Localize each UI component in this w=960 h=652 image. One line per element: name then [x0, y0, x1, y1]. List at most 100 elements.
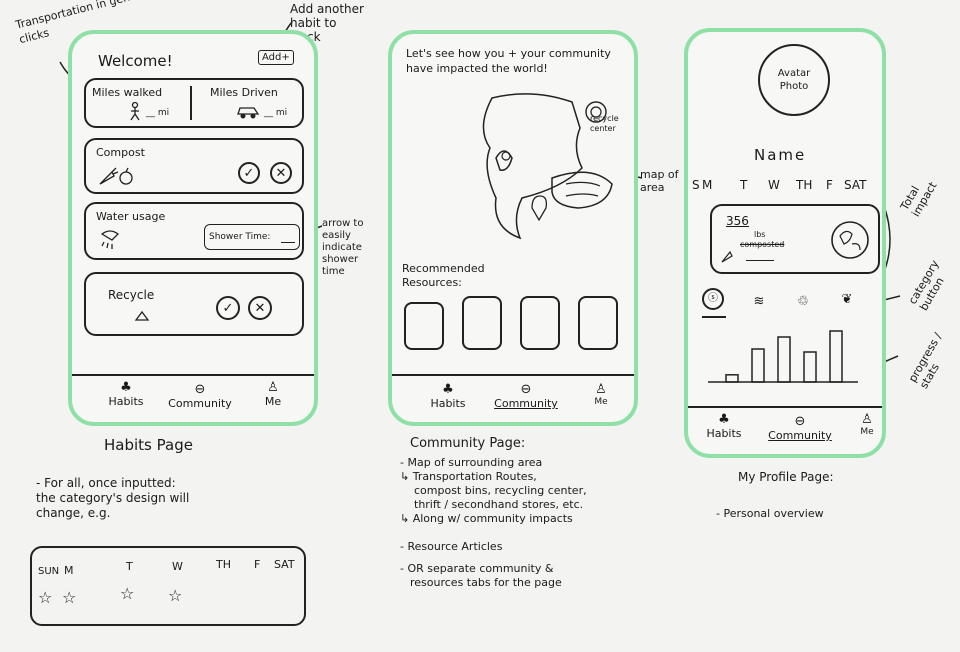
resource-card[interactable] [404, 302, 444, 350]
nav-habits[interactable]: ♣ Habits [428, 382, 468, 410]
shower-time-blank [281, 242, 295, 243]
shower-time-label: Shower Time: [209, 232, 271, 242]
star-icon: ☆ [120, 584, 135, 603]
star-icon: ☆ [38, 588, 53, 607]
nav-community[interactable]: ⊖ Community [168, 382, 232, 410]
day-t: T [126, 560, 133, 573]
transport-card[interactable]: Miles walked Miles Driven __ mi __ mi [84, 78, 304, 128]
community-nav-bar: ♣ Habits ⊖ Community ♙ Me [392, 374, 634, 428]
day-sat: SAT [274, 558, 295, 571]
stat-unit: lbs [754, 230, 766, 239]
avatar-photo[interactable]: Avatar Photo [758, 44, 830, 116]
compost-card[interactable]: Compost ✓ ✕ [84, 138, 304, 194]
category-selected-underline [702, 316, 726, 318]
category-compost-button[interactable]: ❦ [841, 291, 853, 307]
user-icon: ♙ [861, 412, 873, 427]
community-note-line: thrift / secondhand stores, etc. [414, 498, 584, 511]
habits-phone-frame: Welcome! Add+ Miles walked Miles Driven … [68, 30, 318, 426]
community-phone-frame: Let's see how you + your community have … [388, 30, 638, 426]
day-w: W [172, 560, 183, 573]
nav-me-label: Me [594, 397, 608, 407]
nav-community[interactable]: ⊖ Community [768, 414, 832, 442]
user-icon: ♙ [267, 380, 279, 395]
category-water-button[interactable]: ≋ [753, 293, 765, 309]
profile-page-caption: My Profile Page: [738, 470, 834, 484]
resource-card[interactable] [578, 296, 618, 350]
profile-day: T [740, 178, 748, 192]
globe-icon: ⊖ [794, 414, 806, 429]
nav-me[interactable]: ♙ Me [588, 382, 614, 407]
habits-note-line: change, e.g. [36, 506, 111, 520]
driven-value: __ mi [264, 108, 288, 118]
progress-bar [777, 336, 791, 383]
stat-value: 356 [726, 214, 749, 228]
profile-day: M [702, 178, 713, 192]
day-th: TH [216, 558, 231, 571]
total-impact-card[interactable]: 356 lbs composted [710, 204, 880, 274]
habits-notes: - For all, once inputted: the category's… [36, 476, 296, 521]
community-headline-line: have impacted the world! [406, 62, 548, 75]
water-usage-label: Water usage [96, 210, 166, 223]
stat-small-icon [721, 250, 733, 263]
profile-day: S [692, 178, 700, 192]
compost-label: Compost [96, 146, 145, 159]
recycle-check-button[interactable]: ✓ [216, 296, 240, 320]
community-note-line: compost bins, recycling center, [414, 484, 587, 497]
miles-driven-label: Miles Driven [210, 86, 278, 99]
recycle-cross-button[interactable]: ✕ [248, 296, 272, 320]
globe-icon: ⊖ [520, 382, 532, 397]
day-m: M [64, 564, 74, 577]
water-usage-card[interactable]: Water usage Shower Time: [84, 202, 304, 260]
category-recycle-button[interactable]: ♲ [797, 293, 809, 309]
community-page-caption: Community Page: [410, 436, 526, 451]
recommended-heading: Recommended Resources: [402, 262, 485, 290]
annotation-map-area: map of area [640, 168, 679, 194]
profile-day: SAT [844, 178, 867, 192]
category-transport-button[interactable]: ⓢ [702, 288, 724, 310]
profile-phone-frame: Avatar Photo Name S M T W TH F SAT 356 l… [684, 28, 886, 458]
nav-community-label: Community [768, 429, 832, 442]
compost-check-button[interactable]: ✓ [238, 162, 260, 184]
star-icon: ☆ [62, 588, 77, 607]
profile-notes: - Personal overview [716, 506, 824, 521]
profile-name: Name [754, 146, 807, 164]
week-star-tracker: SUN M T W TH F SAT ☆ ☆ ☆ ☆ [30, 546, 306, 626]
tree-icon: ♣ [442, 382, 454, 397]
nav-habits-label: Habits [430, 397, 466, 410]
nav-me-label: Me [860, 427, 874, 437]
tree-icon: ♣ [718, 412, 730, 427]
resource-card[interactable] [462, 296, 502, 350]
profile-note-line: - Personal overview [716, 507, 824, 520]
habits-note-line: the category's design will [36, 491, 190, 505]
profile-day: TH [796, 178, 813, 192]
nav-me[interactable]: ♙ Me [258, 380, 288, 408]
community-note-line: ↳ Transportation Routes, [400, 470, 537, 483]
progress-bar [751, 348, 765, 383]
nav-habits[interactable]: ♣ Habits [702, 412, 746, 440]
nav-me-label: Me [264, 395, 282, 408]
progress-bar [725, 374, 739, 383]
recycle-icon [134, 310, 150, 321]
nav-community-label: Community [168, 397, 232, 410]
recycle-center-label: recycle center [590, 114, 619, 133]
habits-nav-bar: ♣ Habits ⊖ Community ♙ Me [72, 374, 314, 428]
recycle-card[interactable]: Recycle ✓ ✕ [84, 272, 304, 336]
add-habit-button[interactable]: Add+ [258, 50, 294, 65]
community-map[interactable] [462, 88, 622, 258]
shower-icon [100, 230, 119, 249]
habits-page-caption: Habits Page [104, 436, 193, 454]
community-note-line: - Resource Articles [400, 540, 503, 553]
star-icon: ☆ [168, 586, 183, 605]
habits-note-line: - For all, once inputted: [36, 476, 176, 490]
avatar-label: Avatar [777, 68, 811, 79]
nav-community[interactable]: ⊖ Community [494, 382, 558, 410]
community-note-line: - OR separate community & [400, 562, 554, 575]
compost-cross-button[interactable]: ✕ [270, 162, 292, 184]
walked-value: __ mi [146, 108, 170, 118]
nav-me[interactable]: ♙ Me [854, 412, 880, 437]
nav-habits[interactable]: ♣ Habits [106, 380, 146, 408]
profile-day: W [768, 178, 780, 192]
stat-underline [746, 260, 774, 261]
shower-time-input[interactable]: Shower Time: [204, 224, 300, 250]
resource-card[interactable] [520, 296, 560, 350]
